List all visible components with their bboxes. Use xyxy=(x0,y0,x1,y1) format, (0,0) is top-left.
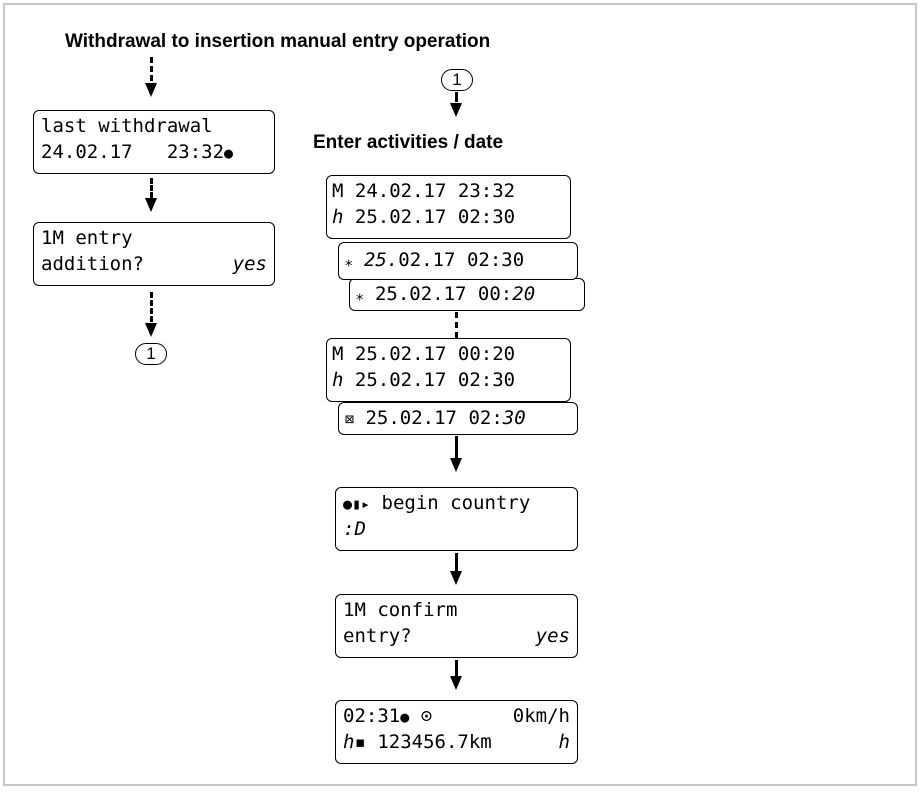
display-line-2: ℎ 25.02.17 02:30 xyxy=(332,204,563,230)
display-line: ⁎ 25.02.17 02:30 xyxy=(345,247,570,274)
arrow-down-icon xyxy=(450,103,462,117)
display-prompt: entry? xyxy=(343,625,412,647)
display-begin-country: ●▮▸ begin country :D xyxy=(335,487,578,551)
odometer: 123456.7km xyxy=(377,731,492,753)
activity-time: 02:30 xyxy=(466,249,525,271)
display-standard: 02:31● ⊙ 0km/h ℎ▪ 123456.7km ℎ xyxy=(335,700,578,764)
activity-time: 00: xyxy=(477,283,513,305)
display-line-1: 02:31● ⊙ 0km/h xyxy=(343,703,570,730)
country-code: :D xyxy=(343,518,366,540)
display-entry-addition: 1M entry addition? yes xyxy=(33,222,275,286)
withdrawal-date: 24.02.17 xyxy=(41,141,133,163)
display-prompt: addition? xyxy=(41,253,144,275)
display-line-2: ℎ 25.02.17 02:30 xyxy=(332,367,563,393)
activity-date-rest: 02.17 xyxy=(398,249,456,271)
display-activity-stack-1: M 24.02.17 23:32 ℎ 25.02.17 02:30 xyxy=(326,175,571,239)
operating-mode-icon: ⊙ xyxy=(420,705,433,727)
yes-option: yes xyxy=(535,625,570,647)
activity-date: 24.02.17 xyxy=(354,180,447,202)
activity-time-edit: 20 xyxy=(512,283,536,305)
display-line-1: last withdrawal xyxy=(41,115,213,137)
display-line-1: M 24.02.17 23:32 xyxy=(332,178,563,204)
display-line-1: 1M entry xyxy=(41,227,133,249)
display-line-1: ●▮▸ begin country xyxy=(343,490,570,517)
arrow-down-icon xyxy=(450,571,462,585)
display-activity-stack-6: ⊠ 25.02.17 02:30 xyxy=(338,402,578,435)
continuation-marker: 1 xyxy=(135,343,167,365)
display-line-2: addition? yes xyxy=(41,251,267,277)
display-activity-stack-4: ⁎ 25.02.17 00:20 xyxy=(349,278,585,311)
display-line-2: entry? yes xyxy=(343,623,570,649)
main-heading: Withdrawal to insertion manual entry ope… xyxy=(65,31,491,52)
activity-date: 25.02.17 xyxy=(354,369,447,391)
activity-date: 25.02.17 xyxy=(374,283,467,305)
connector-dashed xyxy=(455,312,458,338)
connector-dashed xyxy=(150,57,153,81)
display-last-withdrawal: last withdrawal 24.02.17 23:32● xyxy=(33,110,275,174)
yes-option: yes xyxy=(232,253,267,275)
current-time: 02:31 xyxy=(343,705,401,727)
arrow-down-icon xyxy=(145,323,157,337)
availability-icon: ⁎ xyxy=(345,252,353,270)
display-line-2: 24.02.17 23:32● xyxy=(41,139,267,166)
figure-frame xyxy=(3,3,917,786)
local-time-dot-icon: ● xyxy=(224,144,234,162)
rest-icon: ℎ xyxy=(332,206,344,228)
display-line: ⁎ 25.02.17 00:20 xyxy=(356,281,577,308)
arrow-down-icon xyxy=(450,676,462,690)
connector-line xyxy=(455,660,458,676)
activity-date: 25.02.17 xyxy=(365,407,457,429)
connector-line xyxy=(455,436,458,458)
arrow-down-icon xyxy=(450,458,462,472)
display-line-1: 1M confirm xyxy=(343,599,458,621)
activity-time: 23:32 xyxy=(457,180,516,202)
activity-time: 02:30 xyxy=(457,369,516,391)
activity-time-edit: 30 xyxy=(502,407,526,429)
activity-time: 02: xyxy=(468,407,503,429)
work-icon: M xyxy=(332,343,344,365)
connector-line xyxy=(455,553,458,571)
local-time-dot-icon: ● xyxy=(400,708,410,726)
display-line-2: ℎ▪ 123456.7km ℎ xyxy=(343,729,570,755)
rest-icon: ℎ xyxy=(332,369,344,391)
activity-date-edit: 25. xyxy=(363,249,399,271)
unknown-period-icon: ⊠ xyxy=(345,410,355,428)
display-activity-stack-5: M 25.02.17 00:20 ℎ 25.02.17 02:30 xyxy=(326,338,571,402)
display-activity-stack-3: ⁎ 25.02.17 02:30 xyxy=(338,242,578,280)
continuation-marker: 1 xyxy=(441,69,473,91)
begin-country-icon: ●▮▸ xyxy=(343,495,371,513)
activity-date: 25.02.17 xyxy=(354,206,447,228)
activity-date: 25.02.17 xyxy=(354,343,447,365)
activity-time: 00:20 xyxy=(457,343,516,365)
activity-time: 02:30 xyxy=(457,206,516,228)
arrow-down-icon xyxy=(145,83,157,97)
speed: 0km/h xyxy=(512,705,570,727)
withdrawal-time: 23:32 xyxy=(166,141,225,163)
connector-line xyxy=(455,92,458,102)
activities-heading: Enter activities / date xyxy=(313,132,504,153)
display-confirm-entry: 1M confirm entry? yes xyxy=(335,594,578,658)
arrow-down-icon xyxy=(145,198,157,212)
rest-icon: ℎ xyxy=(558,731,570,753)
driver-card-icon: ℎ▪ xyxy=(343,731,366,753)
country-prompt: begin country xyxy=(381,492,531,514)
connector-dashed xyxy=(150,292,153,322)
availability-icon: ⁎ xyxy=(356,286,364,304)
display-line: ⊠ 25.02.17 02:30 xyxy=(345,405,570,432)
connector-dashed xyxy=(150,178,153,198)
display-line-1: M 25.02.17 00:20 xyxy=(332,341,563,367)
work-icon: M xyxy=(332,180,344,202)
